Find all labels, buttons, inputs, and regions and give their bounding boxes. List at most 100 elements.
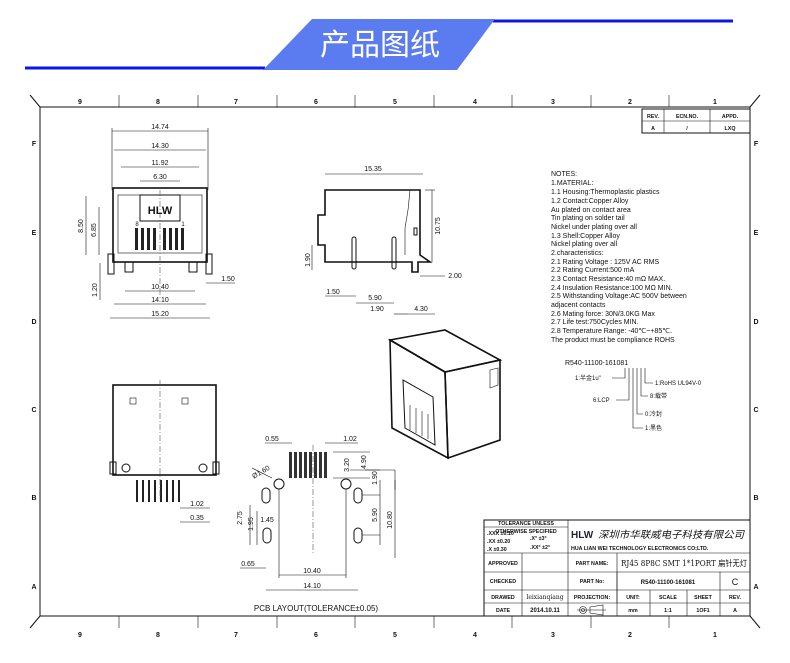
column-label: 6	[314, 632, 318, 639]
notes: NOTES: 1.MATERIAL: 1.1 Housing:Thermopla…	[551, 171, 687, 344]
dim-label: 5.90	[368, 295, 382, 302]
row-label: F	[754, 141, 759, 148]
dim-label: 15.20	[151, 311, 169, 318]
row-label: E	[754, 230, 759, 237]
dim-label: 10.40	[303, 568, 321, 575]
column-label: 5	[393, 99, 397, 106]
dim-label: 3.20	[344, 458, 351, 472]
column-label: 4	[473, 99, 477, 106]
note-line: Au plated on contact area	[551, 207, 631, 214]
page-title: 产品图纸	[320, 28, 440, 63]
row-label: B	[31, 495, 36, 502]
ecn-value: /	[686, 126, 688, 132]
rev-label: REV.	[729, 595, 741, 601]
dim-label: Ø1.60	[251, 465, 271, 481]
dim-label: 10.40	[151, 284, 169, 291]
sheet-label: SHEET	[694, 595, 712, 601]
row-label: E	[32, 230, 37, 237]
part-no-label: PART No:	[580, 579, 605, 585]
note-line: Tin plating on solder tail	[551, 215, 625, 222]
note-line: 2.characteristics:	[551, 250, 604, 257]
column-label: 1	[713, 99, 717, 106]
tolerance-title: OTHERWISE SPECIFIED	[495, 529, 557, 535]
note-line: The product must be compliance ROHS	[551, 337, 675, 344]
drawed-value: leixianqiang	[526, 594, 563, 601]
dim-label: 2.00	[448, 273, 462, 280]
column-label: 3	[551, 632, 555, 639]
drawed-label: DRAWED	[491, 595, 515, 601]
projection-label: PROJECTION:	[574, 595, 610, 601]
front-view: HLW 14.74 14.30 11.92 6.30 8.50 6.85 1.5…	[78, 124, 235, 319]
dim-label: 0.35	[190, 515, 204, 522]
date-label: DATE	[496, 608, 510, 614]
dim-label: 1.90	[372, 471, 379, 485]
pin-label: 8	[135, 222, 139, 228]
dim-label: 14.74	[151, 124, 169, 131]
legend-item: 1:RoHS UL94V-0	[655, 381, 702, 387]
dim-label: 5.90	[372, 508, 379, 522]
dim-label: 1.20	[92, 283, 99, 297]
checked-label: CHECKED	[490, 579, 516, 585]
column-label: 1	[713, 632, 717, 639]
column-label: 8	[156, 99, 160, 106]
column-label: 5	[393, 632, 397, 639]
angle-tolerance: .XX° ±2°	[530, 545, 550, 551]
dim-label: 1.95	[248, 517, 255, 531]
ecn-header: ECN.NO.	[676, 114, 699, 120]
column-label: 6	[314, 99, 318, 106]
legend-item: 0:冷封	[645, 410, 662, 418]
page-header: 产品图纸	[25, 19, 733, 70]
note-line: 1.MATERIAL:	[551, 180, 593, 187]
company-name-cn: 深圳市华联威电子科技有限公司	[598, 529, 745, 541]
unit-label: UNIT:	[626, 595, 640, 601]
legend-item: 8:载带	[650, 392, 667, 400]
dim-label: 1.02	[190, 501, 204, 508]
note-line: 1.3 Shell:Copper Alloy	[551, 233, 620, 240]
angle-tolerance: .X° ±3°	[530, 536, 547, 542]
revision-table: REV. ECN.NO. APPD. A / LXQ	[641, 108, 751, 134]
dim-label: 14.10	[151, 297, 169, 304]
part-code-legend: R540-11100-161081 1:半金1u" 6:LCP 1:黑色 0:冷…	[565, 360, 702, 432]
brand-logo: HLW	[148, 205, 173, 217]
note-line: 2.5 Withstanding Voltage:AC 500V between	[551, 293, 687, 300]
dim-label: 10.75	[435, 217, 442, 235]
note-line: Nickel plating over all	[551, 241, 618, 248]
tolerance-line: .XX ±0.20	[487, 539, 510, 545]
row-label: C	[753, 407, 758, 414]
company-logo: HLW	[571, 530, 594, 541]
dim-label: 6.85	[91, 223, 98, 237]
dim-label: 10.80	[387, 511, 394, 529]
note-line: 2.4 Insulation Resistance:100 MΩ MIN.	[551, 285, 673, 292]
note-line: NOTES:	[551, 171, 577, 178]
legend-item: 1:黑色	[645, 424, 662, 432]
dim-label: 1.90	[370, 306, 384, 313]
note-line: 2.1 Rating Voltage : 125V AC RMS	[551, 259, 660, 266]
tolerance-line: .XXX ±0.10	[487, 531, 514, 537]
part-no-value: R540-11100-161081	[641, 580, 696, 586]
dim-label: 1.02	[343, 436, 357, 443]
note-line: Nickel under plating over all	[551, 224, 637, 231]
pin-label: 1	[181, 222, 185, 228]
scale-label: SCALE	[659, 595, 677, 601]
column-label: 9	[78, 99, 82, 106]
column-label: 8	[156, 632, 160, 639]
note-line: 2.3 Contact Resistance:40 mΩ MAX.	[551, 276, 665, 283]
dim-label: 1.90	[305, 253, 312, 267]
sheet-value: 1OF1	[696, 608, 709, 614]
dim-label: 1.50	[326, 289, 340, 296]
column-label: 7	[234, 632, 238, 639]
dim-label: 15.35	[364, 166, 382, 173]
date-value: 2014.10.11	[530, 608, 560, 614]
row-label: D	[753, 319, 758, 326]
row-label: D	[31, 319, 36, 326]
side-view: 15.35 10.75 1.90 2.00 1.50 5.90 1.90 4.3…	[305, 166, 462, 315]
legend-item: 6:LCP	[593, 398, 610, 404]
dim-label: 14.10	[303, 583, 321, 590]
appd-value: LXQ	[725, 126, 736, 132]
dim-label: 6.30	[153, 174, 167, 181]
pcb-caption: PCB LAYOUT(TOLERANCE±0.05)	[254, 604, 378, 613]
tolerance-line: .X ±0.30	[487, 547, 507, 553]
dim-label: 4.90	[361, 455, 368, 469]
note-line: 1.2 Contact:Copper Alloy	[551, 198, 629, 205]
